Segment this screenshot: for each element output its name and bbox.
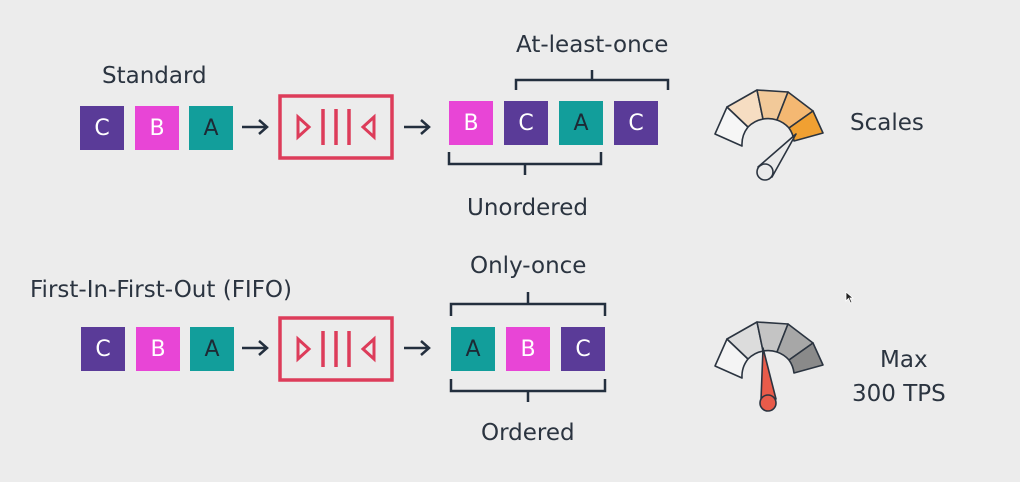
only-once-bracket bbox=[449, 292, 607, 316]
max-tps-gauge-icon bbox=[714, 321, 824, 412]
300-tps-label: 300 TPS bbox=[852, 381, 946, 407]
fifo-queue-icon bbox=[278, 316, 394, 382]
fifo-title: First-In-First-Out (FIFO) bbox=[30, 277, 293, 303]
fifo-input-msg-b: B bbox=[136, 327, 180, 371]
only-once-label: Only-once bbox=[470, 253, 587, 279]
max-label: Max bbox=[880, 347, 928, 373]
standard-input-msg-c: C bbox=[80, 106, 124, 150]
at-least-once-bracket bbox=[514, 70, 670, 90]
standard-arrow-in-icon bbox=[242, 119, 269, 135]
fifo-input-msg-c: C bbox=[81, 327, 125, 371]
standard-input-msg-a: A bbox=[189, 106, 233, 150]
ordered-label: Ordered bbox=[481, 420, 575, 446]
ordered-bracket bbox=[449, 379, 607, 402]
fifo-arrow-in-icon bbox=[242, 340, 269, 356]
standard-output-msg-c: C bbox=[504, 101, 548, 145]
standard-output-msg-b: B bbox=[449, 101, 493, 145]
at-least-once-label: At-least-once bbox=[516, 32, 669, 58]
standard-input-msg-b: B bbox=[135, 106, 179, 150]
fifo-output-msg-c: C bbox=[561, 327, 605, 371]
fifo-arrow-out-icon bbox=[404, 340, 431, 356]
standard-arrow-out-icon bbox=[404, 119, 431, 135]
standard-title: Standard bbox=[102, 63, 207, 89]
fifo-output-msg-b: B bbox=[506, 327, 550, 371]
unordered-label: Unordered bbox=[467, 195, 588, 221]
fifo-input-msg-a: A bbox=[190, 327, 234, 371]
unordered-bracket bbox=[447, 152, 603, 175]
standard-output-msg-c2: C bbox=[614, 101, 658, 145]
standard-queue-icon bbox=[278, 94, 394, 160]
scales-label: Scales bbox=[850, 110, 924, 136]
mouse-cursor-icon bbox=[845, 291, 855, 304]
standard-output-msg-a: A bbox=[559, 101, 603, 145]
fifo-output-msg-a: A bbox=[451, 327, 495, 371]
scales-gauge-icon bbox=[714, 89, 824, 181]
